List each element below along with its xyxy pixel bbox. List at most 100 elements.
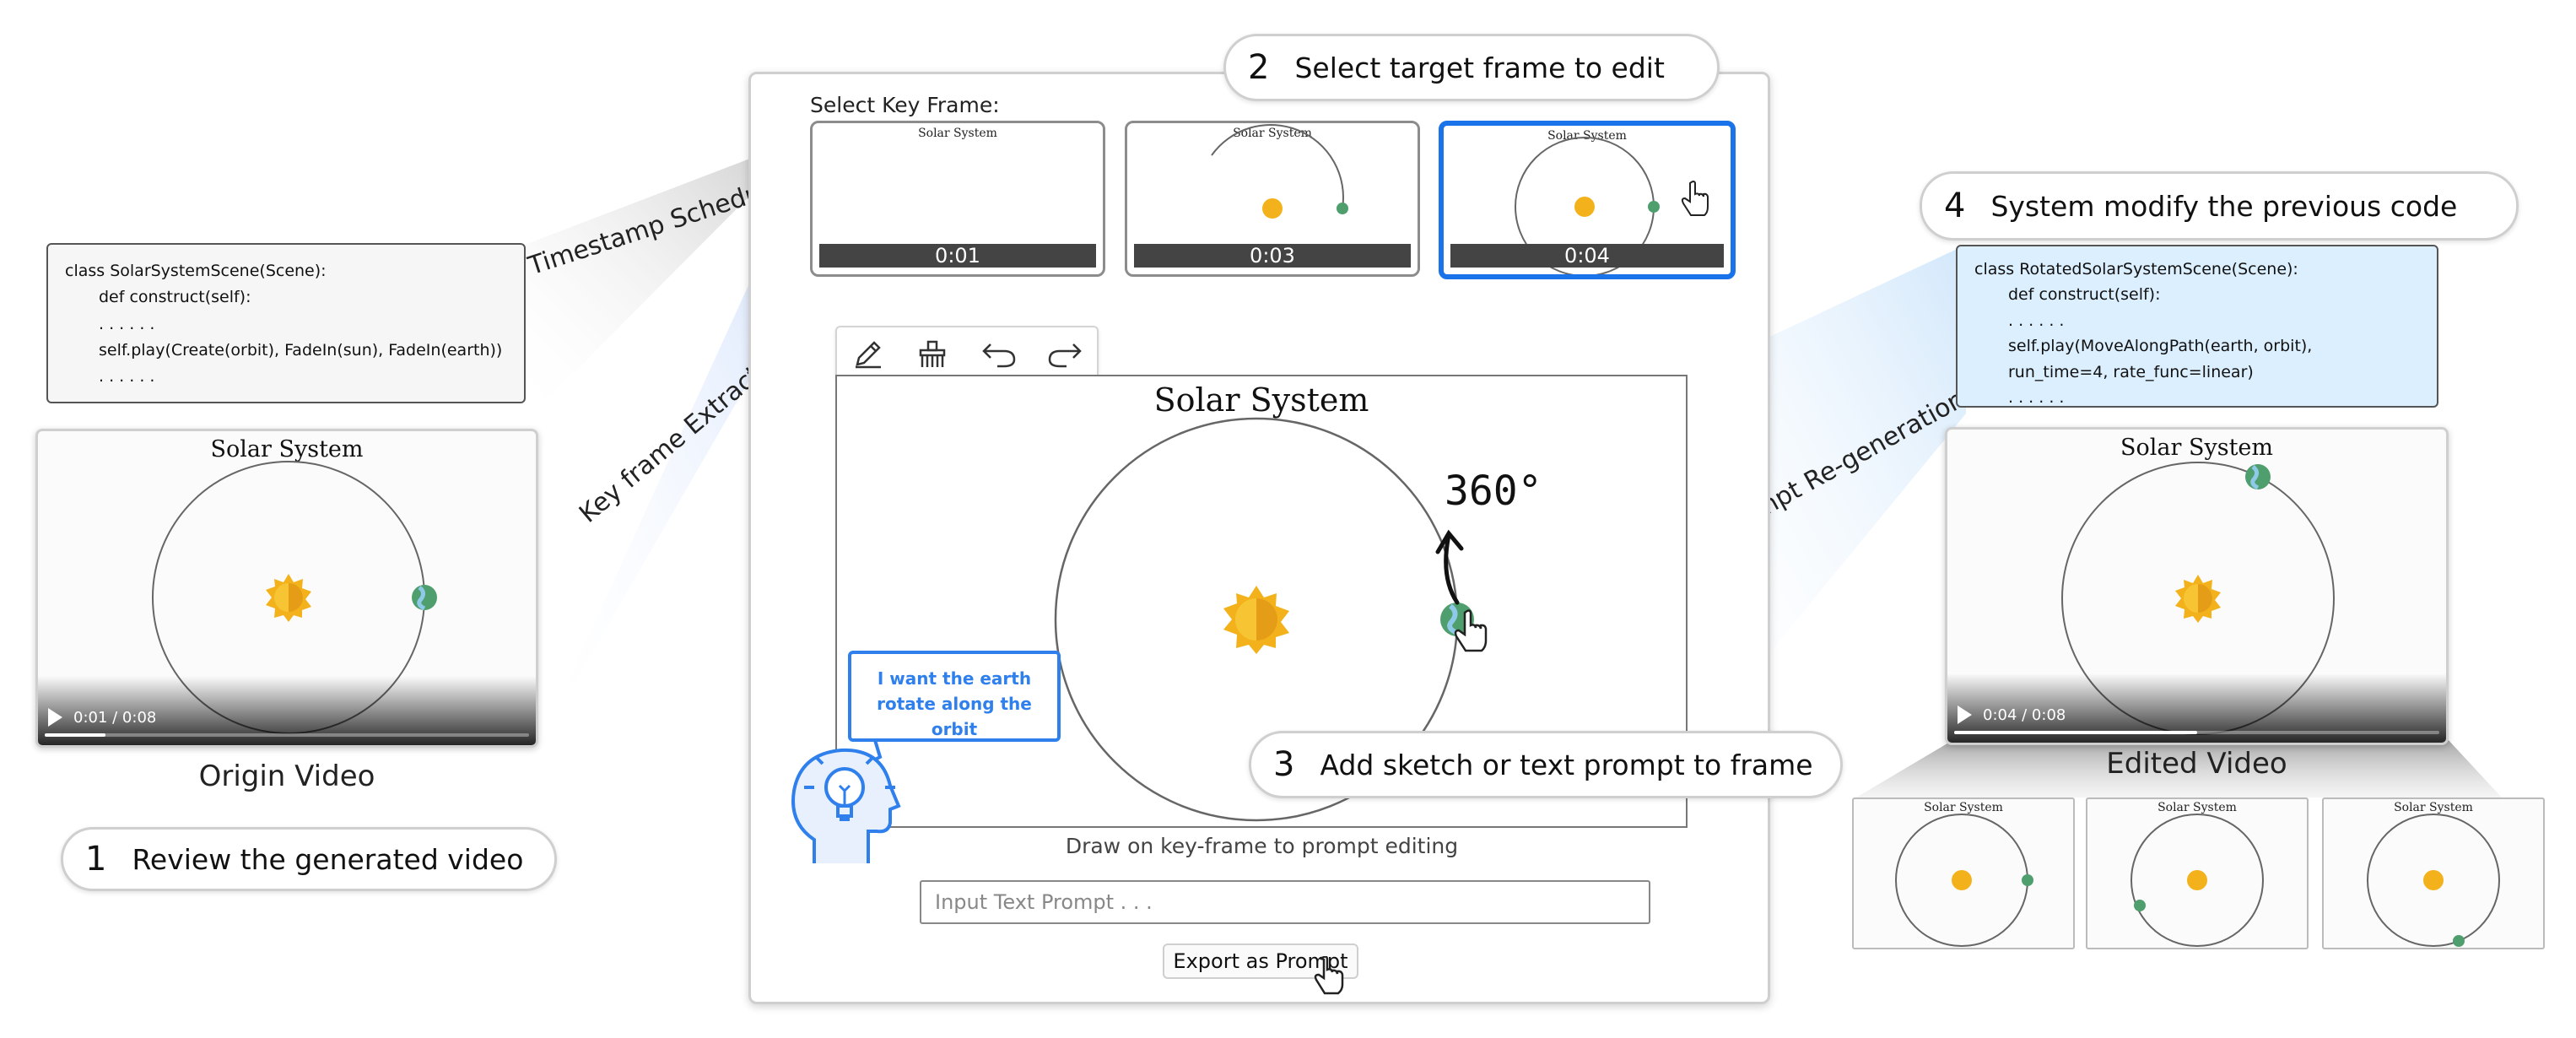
thumb-scene (2130, 814, 2264, 947)
earth-icon (412, 585, 437, 611)
progress-fill (45, 733, 105, 737)
pointer-hand-icon (1454, 609, 1488, 652)
drawing-toolbar (835, 326, 1099, 380)
sun-icon (1223, 586, 1289, 654)
pointer-hand-icon (1681, 181, 1709, 216)
edited-video-player[interactable]: Solar System 0:04 / 0:08 (1945, 427, 2449, 745)
speech-bubble: I want the earth rotate along the orbit (848, 651, 1061, 742)
export-label: Export as Prompt (1173, 949, 1348, 973)
code-line: def construct(self): (99, 288, 251, 307)
edited-thumb-1: Solar System (1852, 797, 2075, 949)
sun-icon (1574, 197, 1595, 217)
thinking-head-icon (791, 739, 901, 863)
thumb-title: Solar System (1924, 801, 2003, 814)
frame-scene (1211, 124, 1348, 219)
step-text: System modify the previous code (1990, 189, 2458, 223)
timestamp-wedge (525, 122, 823, 422)
progress-fill (1954, 731, 2197, 734)
sketch-arrow (1444, 533, 1460, 605)
solar-system-scene (152, 461, 437, 734)
earth-icon (2453, 935, 2465, 947)
code-line: class SolarSystemScene(Scene): (65, 262, 327, 280)
progress-track[interactable] (45, 733, 529, 737)
step-number: 3 (1273, 745, 1295, 784)
sun-icon (2187, 870, 2207, 890)
key-frame-3-selected[interactable]: Solar System 0:04 (1439, 121, 1736, 279)
step-text: Add sketch or text prompt to frame (1320, 748, 1813, 781)
code-line: . . . . . . (2008, 387, 2065, 407)
edited-thumb-3: Solar System (2322, 797, 2545, 949)
earth-icon (1337, 203, 1348, 214)
code-line: def construct(self): (2008, 285, 2161, 305)
earth-icon (2245, 464, 2271, 490)
frame-time: 0:03 (1134, 244, 1411, 268)
brush-icon[interactable] (915, 339, 949, 370)
thumb-shade (1856, 738, 2502, 797)
sun-icon (2423, 870, 2444, 890)
draw-hint: Draw on key-frame to prompt editing (1065, 834, 1459, 858)
origin-video-caption: Origin Video (198, 760, 375, 793)
step-text: Select target frame to edit (1294, 51, 1665, 84)
speech-text: I want the earth rotate along the orbit (877, 668, 1032, 739)
new-code-box: class RotatedSolarSystemScene(Scene): de… (1956, 245, 2438, 408)
frame-time: 0:01 (819, 244, 1096, 268)
redo-icon[interactable] (1046, 339, 1083, 370)
code-line: self.play(Create(orbit), FadeIn(sun), Fa… (99, 341, 503, 360)
step-text: Review the generated video (132, 842, 524, 876)
sun-icon (2175, 575, 2221, 623)
edited-thumb-2: Solar System (2086, 797, 2309, 949)
sun-icon (266, 574, 311, 622)
sun-icon (1952, 870, 1972, 890)
thumb-title: Solar System (2157, 801, 2237, 814)
step-number: 4 (1944, 187, 1966, 225)
origin-code-box: class SolarSystemScene(Scene): def const… (46, 243, 526, 403)
prompt-input[interactable]: Input Text Prompt . . . (920, 880, 1650, 924)
frame-title: Solar System (1233, 127, 1312, 140)
edit-icon[interactable] (852, 339, 886, 370)
code-line: . . . . . . (99, 314, 155, 333)
thumb-scene (2367, 814, 2500, 947)
earth-icon (2134, 900, 2146, 911)
code-line: . . . . . . (99, 367, 155, 387)
step3-pill: 3 Add sketch or text prompt to frame (1249, 731, 1843, 798)
editor-panel: Select Key Frame: Solar System 0:01 Sola… (748, 72, 1770, 1004)
video-time: 0:04 / 0:08 (1983, 706, 2066, 724)
key-frame-label: Select Key Frame: (810, 93, 1000, 117)
step-number: 2 (1248, 48, 1270, 87)
key-frame-1[interactable]: Solar System 0:01 (810, 121, 1105, 277)
canvas-title: Solar System (1153, 381, 1369, 419)
step1-pill: 1 Review the generated video (61, 827, 557, 891)
play-icon[interactable] (1958, 706, 1972, 724)
code-line: . . . . . . (2008, 311, 2065, 330)
canvas-scene (1054, 417, 1488, 822)
video-title: Solar System (210, 436, 364, 462)
frame-scene (1515, 137, 1709, 274)
sketch-annotation: 360° (1445, 468, 1542, 515)
code-line: run_time=4, rate_func=linear) (2008, 362, 2254, 381)
prompt-placeholder: Input Text Prompt . . . (935, 890, 1153, 914)
earth-icon (1648, 201, 1660, 213)
frame-time: 0:04 (1450, 244, 1724, 268)
frame-title: Solar System (918, 127, 997, 140)
solar-system-scene (2061, 462, 2335, 735)
step4-pill: 4 System modify the previous code (1920, 171, 2519, 241)
thumb-title: Solar System (2394, 801, 2473, 814)
progress-track[interactable] (1954, 731, 2439, 734)
video-title: Solar System (2120, 435, 2273, 461)
code-line: class RotatedSolarSystemScene(Scene): (1974, 260, 2298, 278)
thumb-scene (1895, 814, 2033, 947)
step-number: 1 (85, 840, 107, 879)
origin-video-player[interactable]: Solar System 0:01 / 0:08 (35, 429, 538, 748)
undo-icon[interactable] (980, 339, 1018, 370)
play-icon[interactable] (48, 708, 62, 727)
edited-video-caption: Edited Video (2106, 747, 2287, 781)
sun-icon (1262, 198, 1283, 219)
video-time: 0:01 / 0:08 (73, 709, 157, 727)
code-line: self.play(MoveAlongPath(earth, orbit), (2008, 337, 2313, 356)
sketch-arrowhead (1435, 529, 1464, 554)
video-controls (38, 676, 536, 745)
pointer-hand-icon (1314, 956, 1344, 995)
key-frame-2[interactable]: Solar System 0:03 (1125, 121, 1420, 277)
earth-icon (2022, 874, 2033, 886)
step2-pill: 2 Select target frame to edit (1223, 34, 1720, 101)
